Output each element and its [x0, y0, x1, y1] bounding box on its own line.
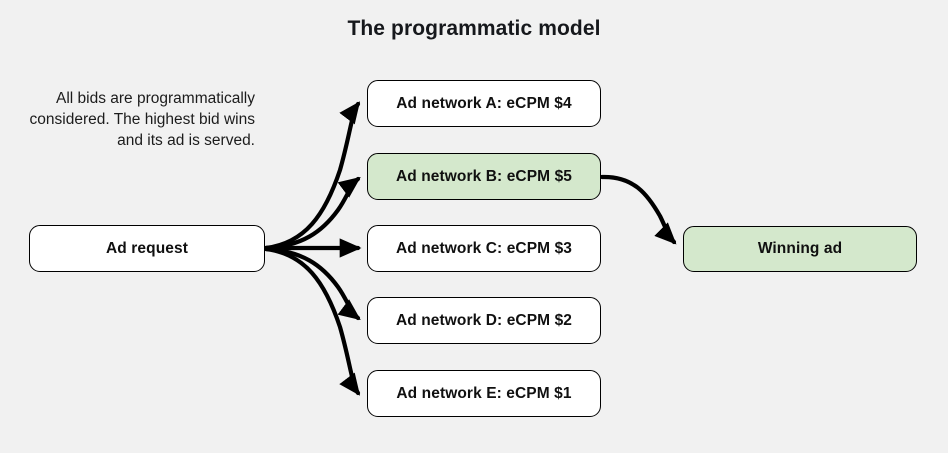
node-network-d[interactable]: Ad network D: eCPM $2 [367, 297, 601, 344]
diagram-caption: All bids are programmatically considered… [29, 90, 255, 149]
page-title: The programmatic model [347, 17, 601, 40]
node-network-e[interactable]: Ad network E: eCPM $1 [367, 370, 601, 417]
node-winning-ad[interactable]: Winning ad [683, 226, 917, 272]
edge-ad-request-to-network-e [263, 246, 361, 396]
node-network-b[interactable]: Ad network B: eCPM $5 [367, 153, 601, 200]
edge-ad-request-to-network-d [263, 246, 361, 321]
node-ad-request[interactable]: Ad request [29, 225, 265, 272]
node-network-a[interactable]: Ad network A: eCPM $4 [367, 80, 601, 127]
edge-ad-request-to-network-b [263, 176, 361, 251]
edge-ad-request-to-network-a [263, 101, 361, 251]
node-network-c[interactable]: Ad network C: eCPM $3 [367, 225, 601, 272]
edge-network-b-to-winning-ad [599, 174, 677, 245]
